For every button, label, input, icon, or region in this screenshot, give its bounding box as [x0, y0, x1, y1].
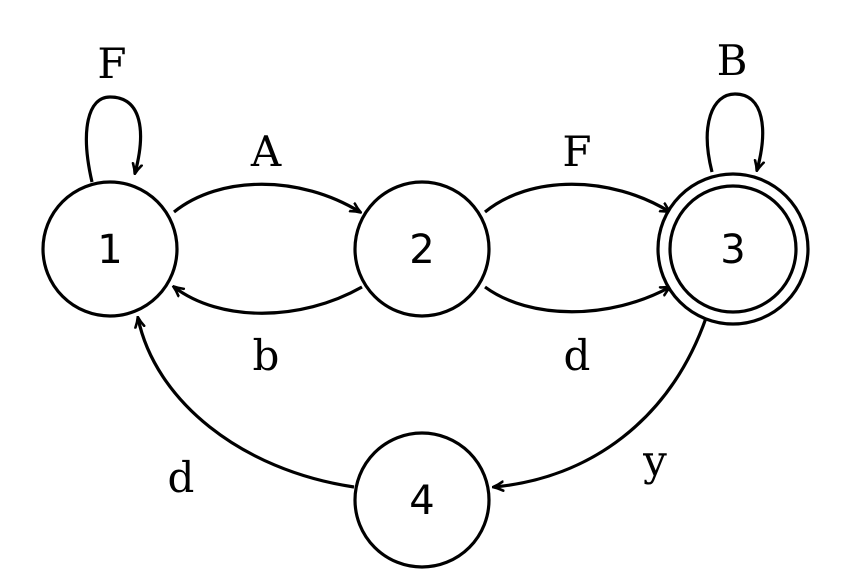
edge-2-to-3-upper: [483, 182, 670, 212]
state-label: 4: [409, 478, 434, 524]
edge-label-3-to-3: B: [717, 36, 748, 85]
edge-3-to-4: [494, 317, 708, 487]
edge-1-to-1: [84, 95, 140, 183]
edge-label-1-to-1: F: [97, 39, 126, 88]
state-1: 1: [41, 180, 179, 318]
state-label: 3: [720, 227, 745, 273]
state-3-accepting: 3: [656, 172, 810, 326]
edge-1-to-2: [172, 182, 360, 212]
state-label: 2: [409, 227, 434, 273]
edge-label-1-to-2: A: [250, 127, 282, 176]
edge-4-to-1: [138, 318, 355, 489]
edge-label-2-to-1: b: [253, 331, 280, 380]
edge-label-4-to-1: d: [168, 453, 195, 502]
state-4: 4: [353, 431, 491, 569]
edge-label-2-to-3-upper: F: [562, 127, 591, 176]
edge-2-to-3-lower: [484, 287, 670, 314]
state-label: 1: [97, 227, 122, 273]
edge-3-to-3: [705, 92, 762, 172]
edge-label-3-to-4: y: [642, 436, 667, 485]
state-2: 2: [353, 180, 491, 318]
edge-2-to-1: [174, 287, 363, 315]
edge-label-2-to-3-lower: d: [564, 331, 591, 380]
